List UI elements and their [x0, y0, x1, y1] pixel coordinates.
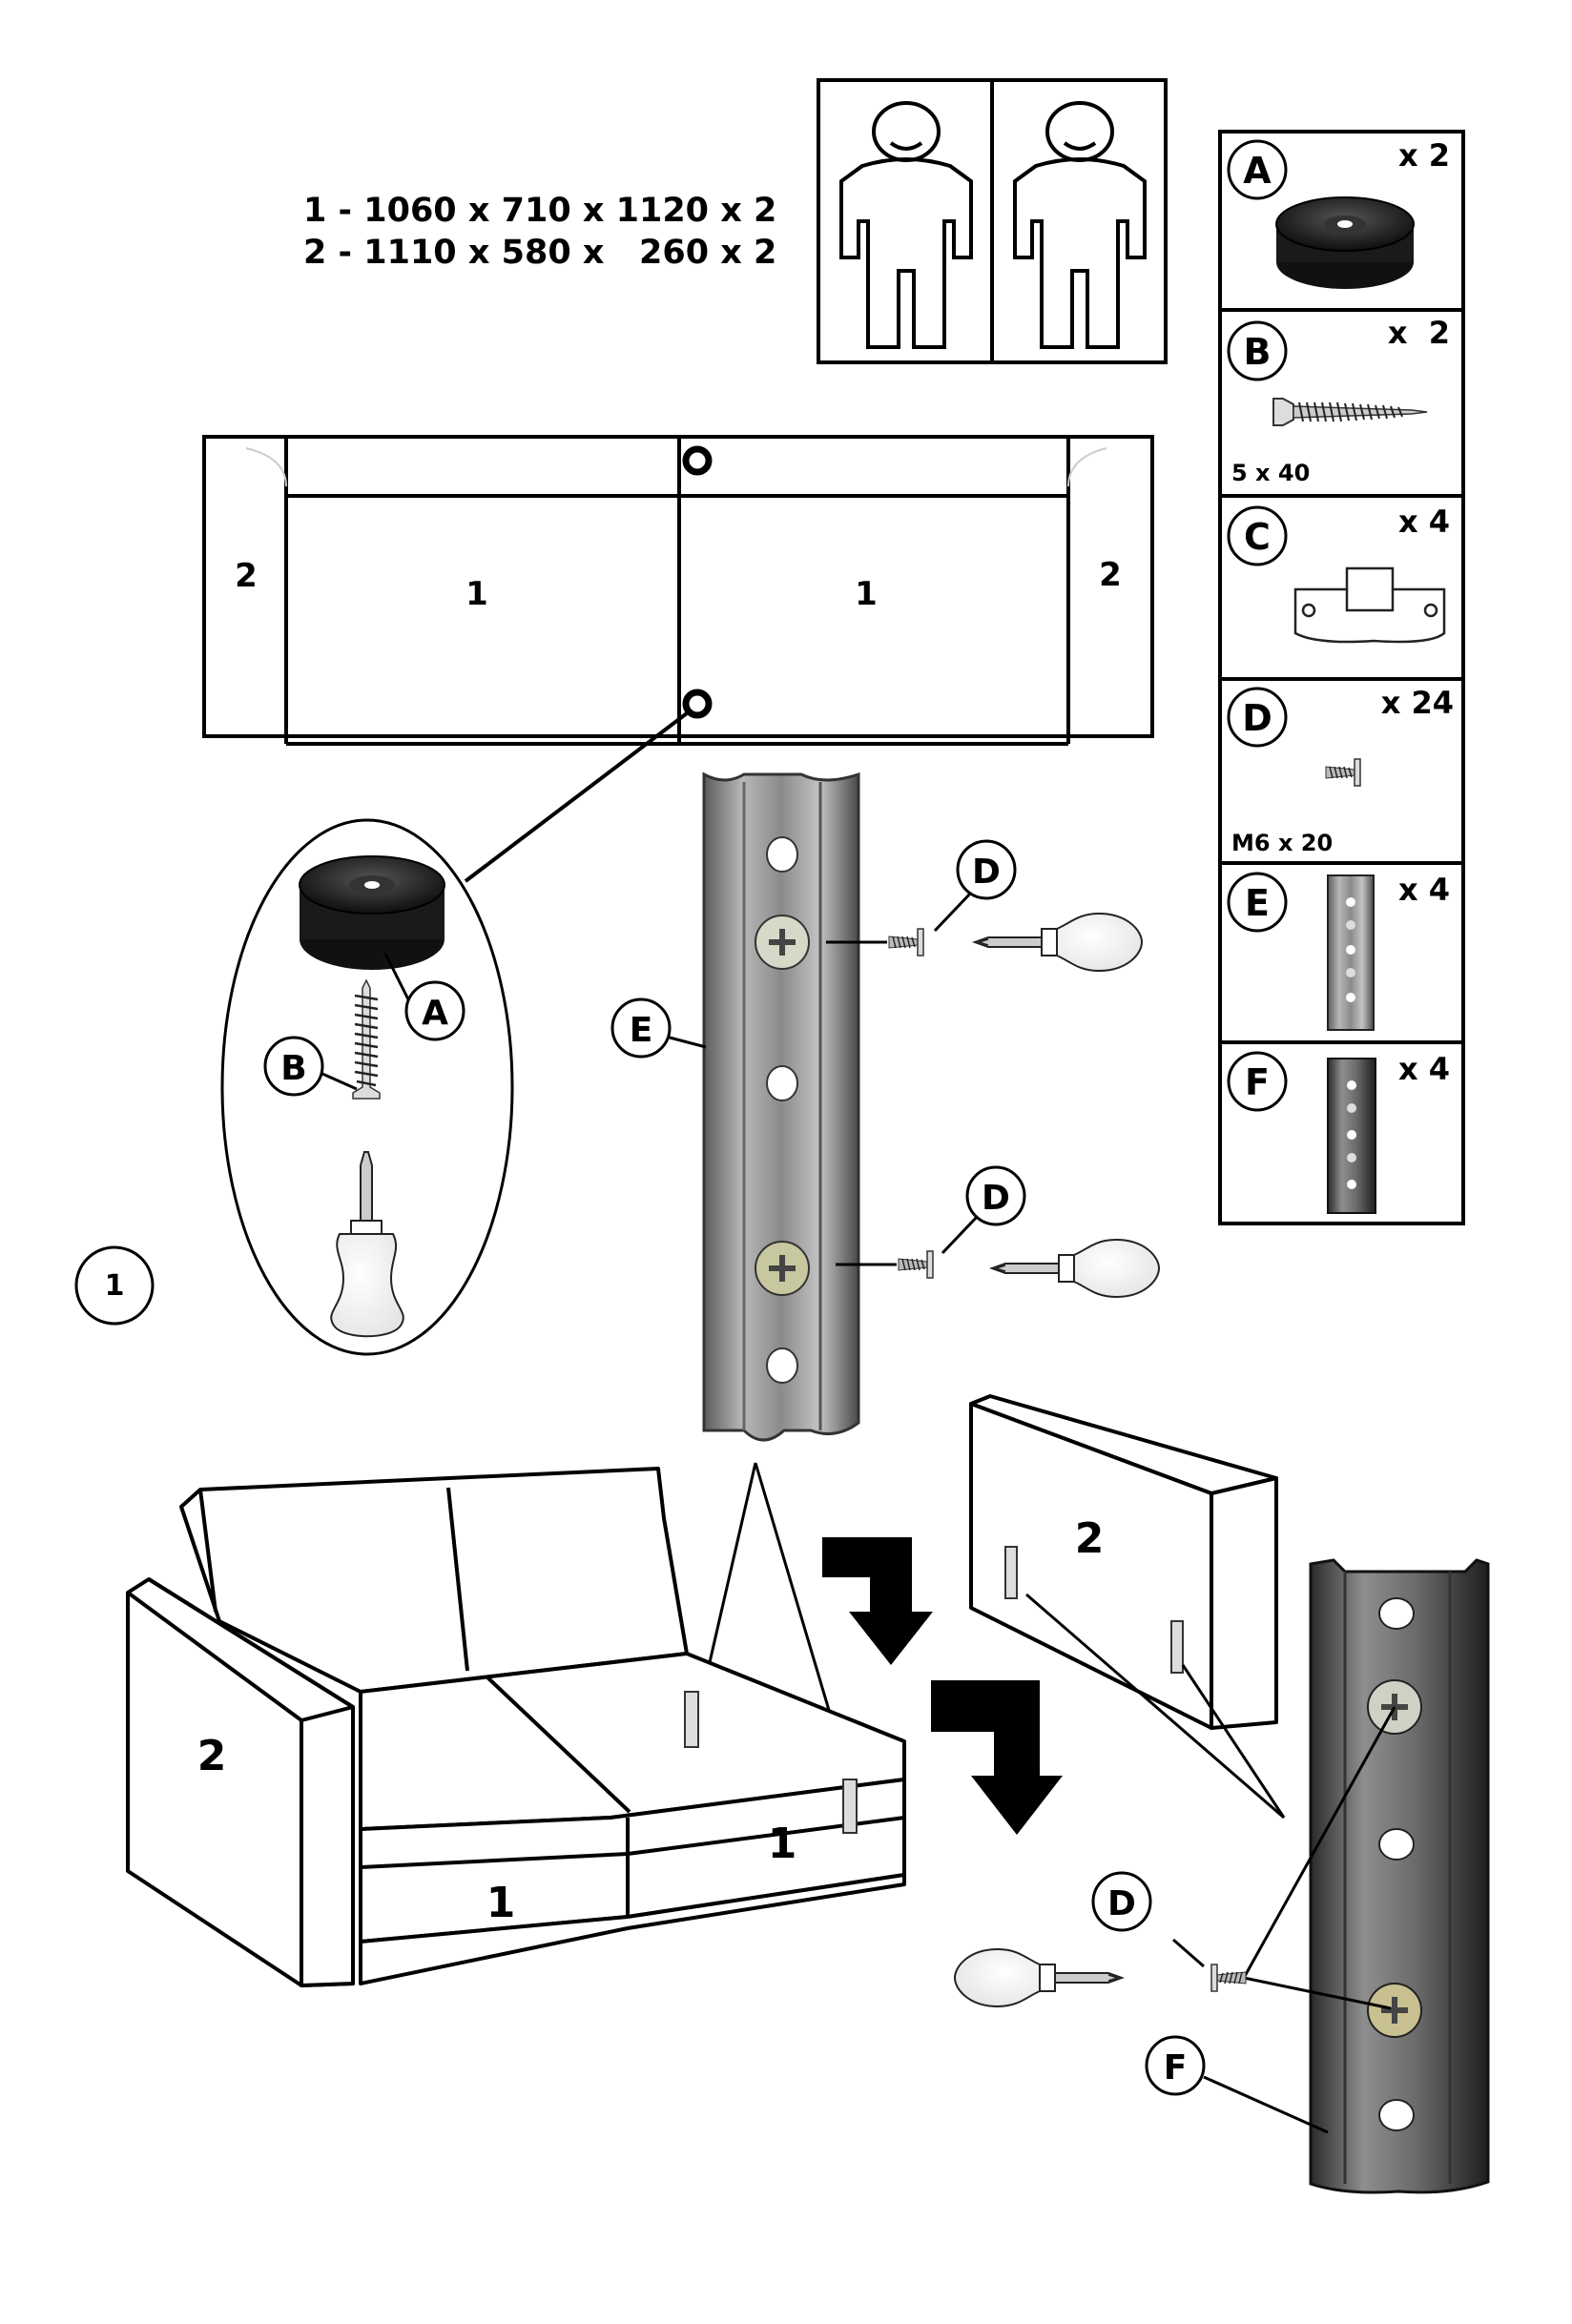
plan-label-center-right: 1 — [855, 575, 878, 613]
part-row-c: C x 4 — [1227, 504, 1450, 644]
part-badge-c — [1227, 505, 1288, 566]
armrest-block — [969, 1394, 1278, 1730]
part-badge-b — [1227, 320, 1288, 381]
dimensions-line-1: 1 - 1060 x 710 x 1120 x 2 — [303, 192, 776, 230]
part-size-note: M6 x 20 — [1231, 830, 1333, 856]
part-letter: A — [1243, 150, 1272, 192]
dimensions-block: 1 - 1060 x 710 x 1120 x 2 2 - 1110 x 580… — [303, 192, 776, 272]
callout-a-label: A — [422, 994, 448, 1033]
part-quantity: x 24 — [1381, 685, 1454, 721]
foot-detail-oval: A B — [220, 818, 514, 1356]
callout-d-label: D — [1107, 1884, 1136, 1923]
part-row-e: E x 4 — [1227, 872, 1450, 1031]
part-letter: F — [1245, 1061, 1270, 1103]
arm-label: 2 — [1075, 1514, 1105, 1563]
machine-screw-icon — [898, 1250, 934, 1279]
part-letter: D — [1242, 697, 1272, 739]
sofa-label-seat-right: 1 — [768, 1820, 797, 1868]
rail-e-closeup — [702, 771, 860, 1442]
screwdriver-icon — [974, 913, 1143, 972]
callout-f-label: F — [1164, 2048, 1188, 2087]
parts-list: A x 2 B x 2 5 x 40 C — [1218, 130, 1465, 1225]
wood-screw-icon — [1272, 398, 1428, 426]
plan-label-center-left: 1 — [465, 575, 488, 613]
sofa-assembled-view — [126, 1467, 906, 1987]
plan-label-side-left: 2 — [235, 557, 258, 595]
callout-b-label: B — [280, 1049, 306, 1088]
callout-a — [404, 980, 465, 1041]
leader-line-foot — [464, 711, 689, 883]
part-letter: E — [1245, 882, 1270, 924]
part-quantity: x 2 — [1398, 137, 1450, 174]
furniture-foot-icon — [299, 855, 445, 970]
callout-d-top — [956, 839, 1017, 900]
part-size-note: 5 x 40 — [1231, 460, 1310, 486]
machine-screw-icon — [1325, 758, 1361, 787]
part-letter: B — [1244, 331, 1272, 373]
part-row-b: B x 2 5 x 40 — [1227, 315, 1450, 486]
sofa-rail-slot — [684, 1691, 699, 1748]
part-quantity: x 4 — [1398, 872, 1450, 908]
screw-head-icon — [1367, 1983, 1422, 2038]
callout-e-label: E — [630, 1011, 653, 1050]
step-number: 1 — [105, 1269, 125, 1303]
person-icon — [839, 101, 973, 349]
wood-screw-icon — [352, 978, 381, 1100]
part-quantity: x 4 — [1398, 504, 1450, 540]
arm-rail-slot — [1004, 1546, 1018, 1599]
step-number-badge — [74, 1245, 155, 1326]
part-row-d: D x 24 M6 x 20 — [1227, 685, 1454, 856]
rail-f-closeup — [1309, 1558, 1490, 2194]
metal-rail-f-icon — [1327, 1058, 1376, 1214]
part-quantity: x 2 — [1388, 315, 1450, 351]
foot-marker-top — [682, 445, 713, 476]
arm-rail-slot — [1170, 1620, 1184, 1674]
arrow-down-icon — [931, 1680, 1063, 1835]
callout-d-label: D — [972, 853, 1001, 892]
screw-head-icon — [755, 1241, 810, 1296]
part-badge-e — [1227, 872, 1288, 933]
part-badge-d — [1227, 687, 1288, 748]
dimensions-line-2: 2 - 1110 x 580 x 260 x 2 — [303, 234, 776, 272]
top-view-plan — [202, 435, 1154, 746]
callout-b — [263, 1036, 324, 1097]
sofa-rail-slot — [842, 1779, 858, 1834]
part-badge-f — [1227, 1051, 1288, 1112]
person-icon — [1013, 101, 1147, 349]
callout-d-label: D — [982, 1179, 1010, 1218]
screw-head-icon — [755, 915, 810, 970]
callout-f — [1145, 2035, 1206, 2096]
furniture-foot-icon — [1275, 196, 1415, 289]
part-badge-a — [1227, 139, 1288, 200]
sofa-label-seat-left: 1 — [486, 1879, 516, 1927]
part-quantity: x 4 — [1398, 1051, 1450, 1087]
callout-d-bottom — [1091, 1871, 1152, 1932]
connector-bracket-icon — [1293, 566, 1446, 644]
callout-e — [610, 997, 672, 1059]
part-letter: C — [1244, 516, 1271, 558]
metal-rail-e-icon — [1327, 874, 1375, 1031]
arrow-down-icon — [822, 1537, 933, 1665]
screwdriver-icon — [954, 1948, 1123, 2007]
callout-d-middle — [965, 1165, 1026, 1226]
part-row-f: F x 4 — [1227, 1051, 1450, 1214]
sofa-label-arm: 2 — [197, 1732, 227, 1780]
machine-screw-icon — [888, 928, 924, 956]
two-person-icon — [817, 78, 1168, 364]
screwdriver-icon — [330, 1151, 404, 1338]
plan-label-side-right: 2 — [1099, 556, 1122, 594]
screwdriver-icon — [991, 1239, 1160, 1298]
foot-marker-bottom — [682, 689, 713, 719]
part-row-a: A x 2 — [1227, 137, 1450, 289]
machine-screw-icon — [1210, 1964, 1247, 1992]
